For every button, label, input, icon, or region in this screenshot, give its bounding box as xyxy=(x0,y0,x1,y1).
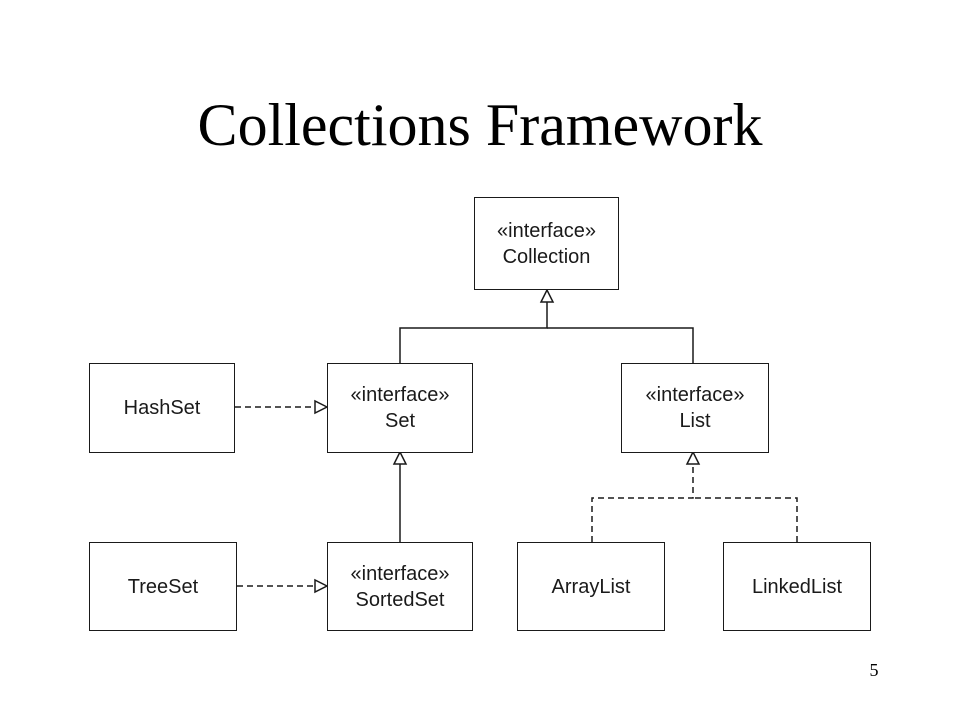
edge-set-to-collection xyxy=(399,302,548,363)
edge-arraylist-to-list xyxy=(591,464,694,542)
list-stereotype: «interface» xyxy=(645,384,745,406)
arrowhead-collection xyxy=(539,288,555,303)
hashset-class-box: HashSet xyxy=(89,363,235,453)
set-name: Set xyxy=(384,410,416,432)
set-stereotype: «interface» xyxy=(350,384,450,406)
arrowhead-list-bottom xyxy=(685,450,701,465)
treeset-class-box: TreeSet xyxy=(89,542,237,631)
edge-linkedlist-to-list xyxy=(693,497,798,542)
arraylist-class-box: ArrayList xyxy=(517,542,665,631)
set-interface-box: «interface» Set xyxy=(327,363,473,453)
collection-stereotype: «interface» xyxy=(497,219,596,242)
list-interface-box: «interface» List xyxy=(621,363,769,453)
arraylist-name: ArrayList xyxy=(551,575,631,598)
sortedset-interface-box: «interface» SortedSet xyxy=(327,542,473,631)
list-name: List xyxy=(679,410,711,432)
collection-interface-box: «interface» Collection xyxy=(474,197,619,290)
treeset-name: TreeSet xyxy=(127,575,199,598)
arrowhead-sortedset-left xyxy=(314,578,329,594)
sortedset-stereotype: «interface» xyxy=(350,562,450,585)
arrowhead-set-bottom xyxy=(392,450,408,465)
slide-title: Collections Framework xyxy=(197,92,763,158)
arrowhead-set-left xyxy=(314,399,329,415)
hashset-name: HashSet xyxy=(123,397,201,419)
linkedlist-class-box: LinkedList xyxy=(723,542,871,631)
collection-name: Collection xyxy=(502,245,591,268)
linkedlist-name: LinkedList xyxy=(751,575,843,598)
page-number: 5 xyxy=(869,660,879,680)
sortedset-name: SortedSet xyxy=(355,588,445,611)
edge-list-to-collection xyxy=(547,327,694,363)
